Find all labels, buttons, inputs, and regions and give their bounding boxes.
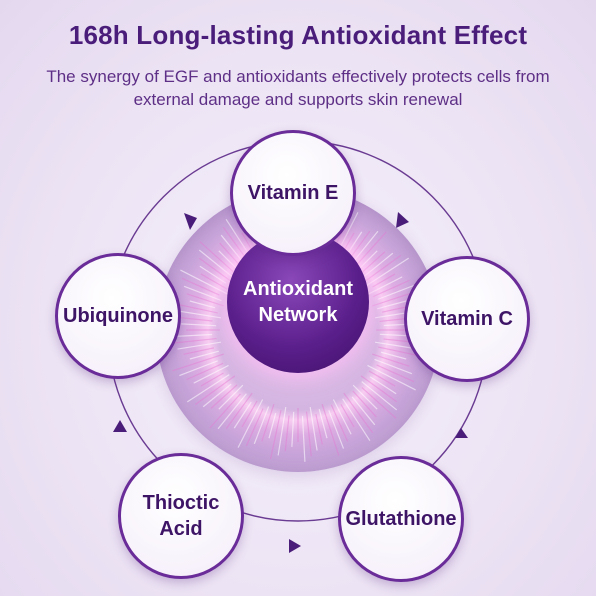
sphere-ray	[268, 412, 277, 439]
sphere-ray	[176, 316, 213, 322]
sphere-ray	[360, 254, 402, 285]
sphere-ray	[315, 413, 323, 445]
sphere-ray	[218, 384, 244, 410]
sphere-ray	[183, 285, 222, 302]
sphere-ray	[367, 276, 403, 296]
node-glutathione: Glutathione	[338, 456, 464, 582]
center-label-line1: Antioxidant	[243, 278, 353, 300]
node-label: Glutathione	[345, 508, 457, 530]
sphere-ray	[372, 273, 396, 288]
sphere-ray	[374, 358, 413, 375]
sphere-ray	[358, 251, 386, 276]
sphere-ray	[199, 241, 235, 273]
sphere-ray	[369, 376, 397, 395]
sphere-ray	[209, 393, 241, 429]
node-label: Vitamin E	[247, 182, 339, 204]
sphere-ray	[301, 415, 306, 462]
sphere-ray	[269, 410, 282, 460]
sphere-ray	[172, 353, 225, 372]
sphere-ray	[198, 249, 235, 279]
node-ubiquinone: Ubiquinone	[55, 253, 181, 379]
sphere-ray	[318, 409, 328, 439]
sphere-ray	[193, 364, 229, 384]
sphere-ray	[241, 400, 258, 428]
sphere-ray	[377, 300, 407, 310]
sphere-ray	[380, 351, 407, 360]
sphere-ray	[291, 411, 295, 447]
sphere-ray	[200, 273, 228, 290]
sphere-ray	[181, 323, 217, 327]
sphere-ray	[198, 257, 236, 285]
sphere-ray	[253, 406, 270, 445]
sphere-ray	[245, 408, 264, 447]
sphere-ray	[321, 403, 340, 456]
sphere-ray	[351, 396, 376, 426]
sphere-ray	[368, 370, 396, 387]
sphere-ray	[366, 257, 410, 286]
sphere-ray	[309, 406, 318, 451]
sphere-ray	[181, 277, 220, 296]
node-label: Vitamin C	[421, 308, 513, 330]
sphere-ray	[199, 265, 227, 284]
center-label-line2: Network	[258, 304, 338, 326]
page-subtitle: The synergy of EGF and antioxidants effe…	[46, 67, 550, 109]
sphere-ray	[342, 398, 371, 442]
sphere-ray	[189, 350, 219, 360]
sphere-ray	[186, 362, 224, 381]
node-vitamin-c: Vitamin C	[404, 256, 530, 382]
sphere-ray	[376, 364, 415, 383]
sphere-ray	[217, 393, 247, 430]
sphere-ray	[378, 283, 417, 300]
cycle-arrow-icon	[396, 212, 409, 228]
sphere-ray	[277, 406, 287, 456]
sphere-ray	[186, 293, 225, 307]
sphere-ray	[202, 383, 232, 408]
sphere-ray	[171, 337, 217, 344]
sphere-ray	[177, 341, 222, 350]
sphere-ray	[180, 269, 229, 296]
sphere-ray	[367, 364, 416, 391]
sphere-ray	[237, 399, 264, 448]
sphere-ray	[361, 387, 397, 419]
sphere-ray	[372, 279, 410, 298]
sphere-ray	[210, 384, 238, 409]
sphere-ray	[305, 411, 312, 457]
sphere-ray	[186, 374, 230, 403]
sphere-ray	[200, 372, 224, 387]
sphere-ray	[364, 252, 394, 277]
sphere-ray	[179, 360, 218, 377]
sphere-ray	[343, 392, 374, 434]
page-title: 168h Long-lasting Antioxidant Effect	[68, 20, 528, 50]
sphere-ray	[183, 347, 215, 355]
sphere-ray	[220, 234, 245, 264]
sphere-ray	[194, 375, 236, 406]
sphere-ray	[330, 404, 349, 442]
cycle-arrow-icon	[184, 213, 197, 230]
sphere-ray	[355, 231, 387, 267]
sphere-ray	[360, 375, 398, 403]
sphere-ray	[284, 415, 290, 452]
sphere-ray	[233, 401, 252, 429]
sphere-ray	[352, 384, 378, 410]
cycle-arrow-icon	[113, 420, 127, 432]
sphere-ray	[361, 381, 398, 411]
sphere-ray	[261, 403, 275, 442]
cycle-arrow-icon	[289, 539, 301, 553]
sphere-ray	[352, 390, 377, 418]
sphere-ray	[371, 353, 410, 367]
sphere-ray	[225, 392, 253, 430]
sphere-ray	[332, 399, 352, 435]
node-vitamin-e: Vitamin E	[230, 130, 356, 256]
cycle-arrow-icon	[455, 428, 468, 438]
sphere-ray	[189, 300, 216, 309]
sphere-ray	[340, 404, 355, 428]
sphere-ray	[328, 410, 345, 449]
node-label: Ubiquinone	[63, 305, 173, 327]
